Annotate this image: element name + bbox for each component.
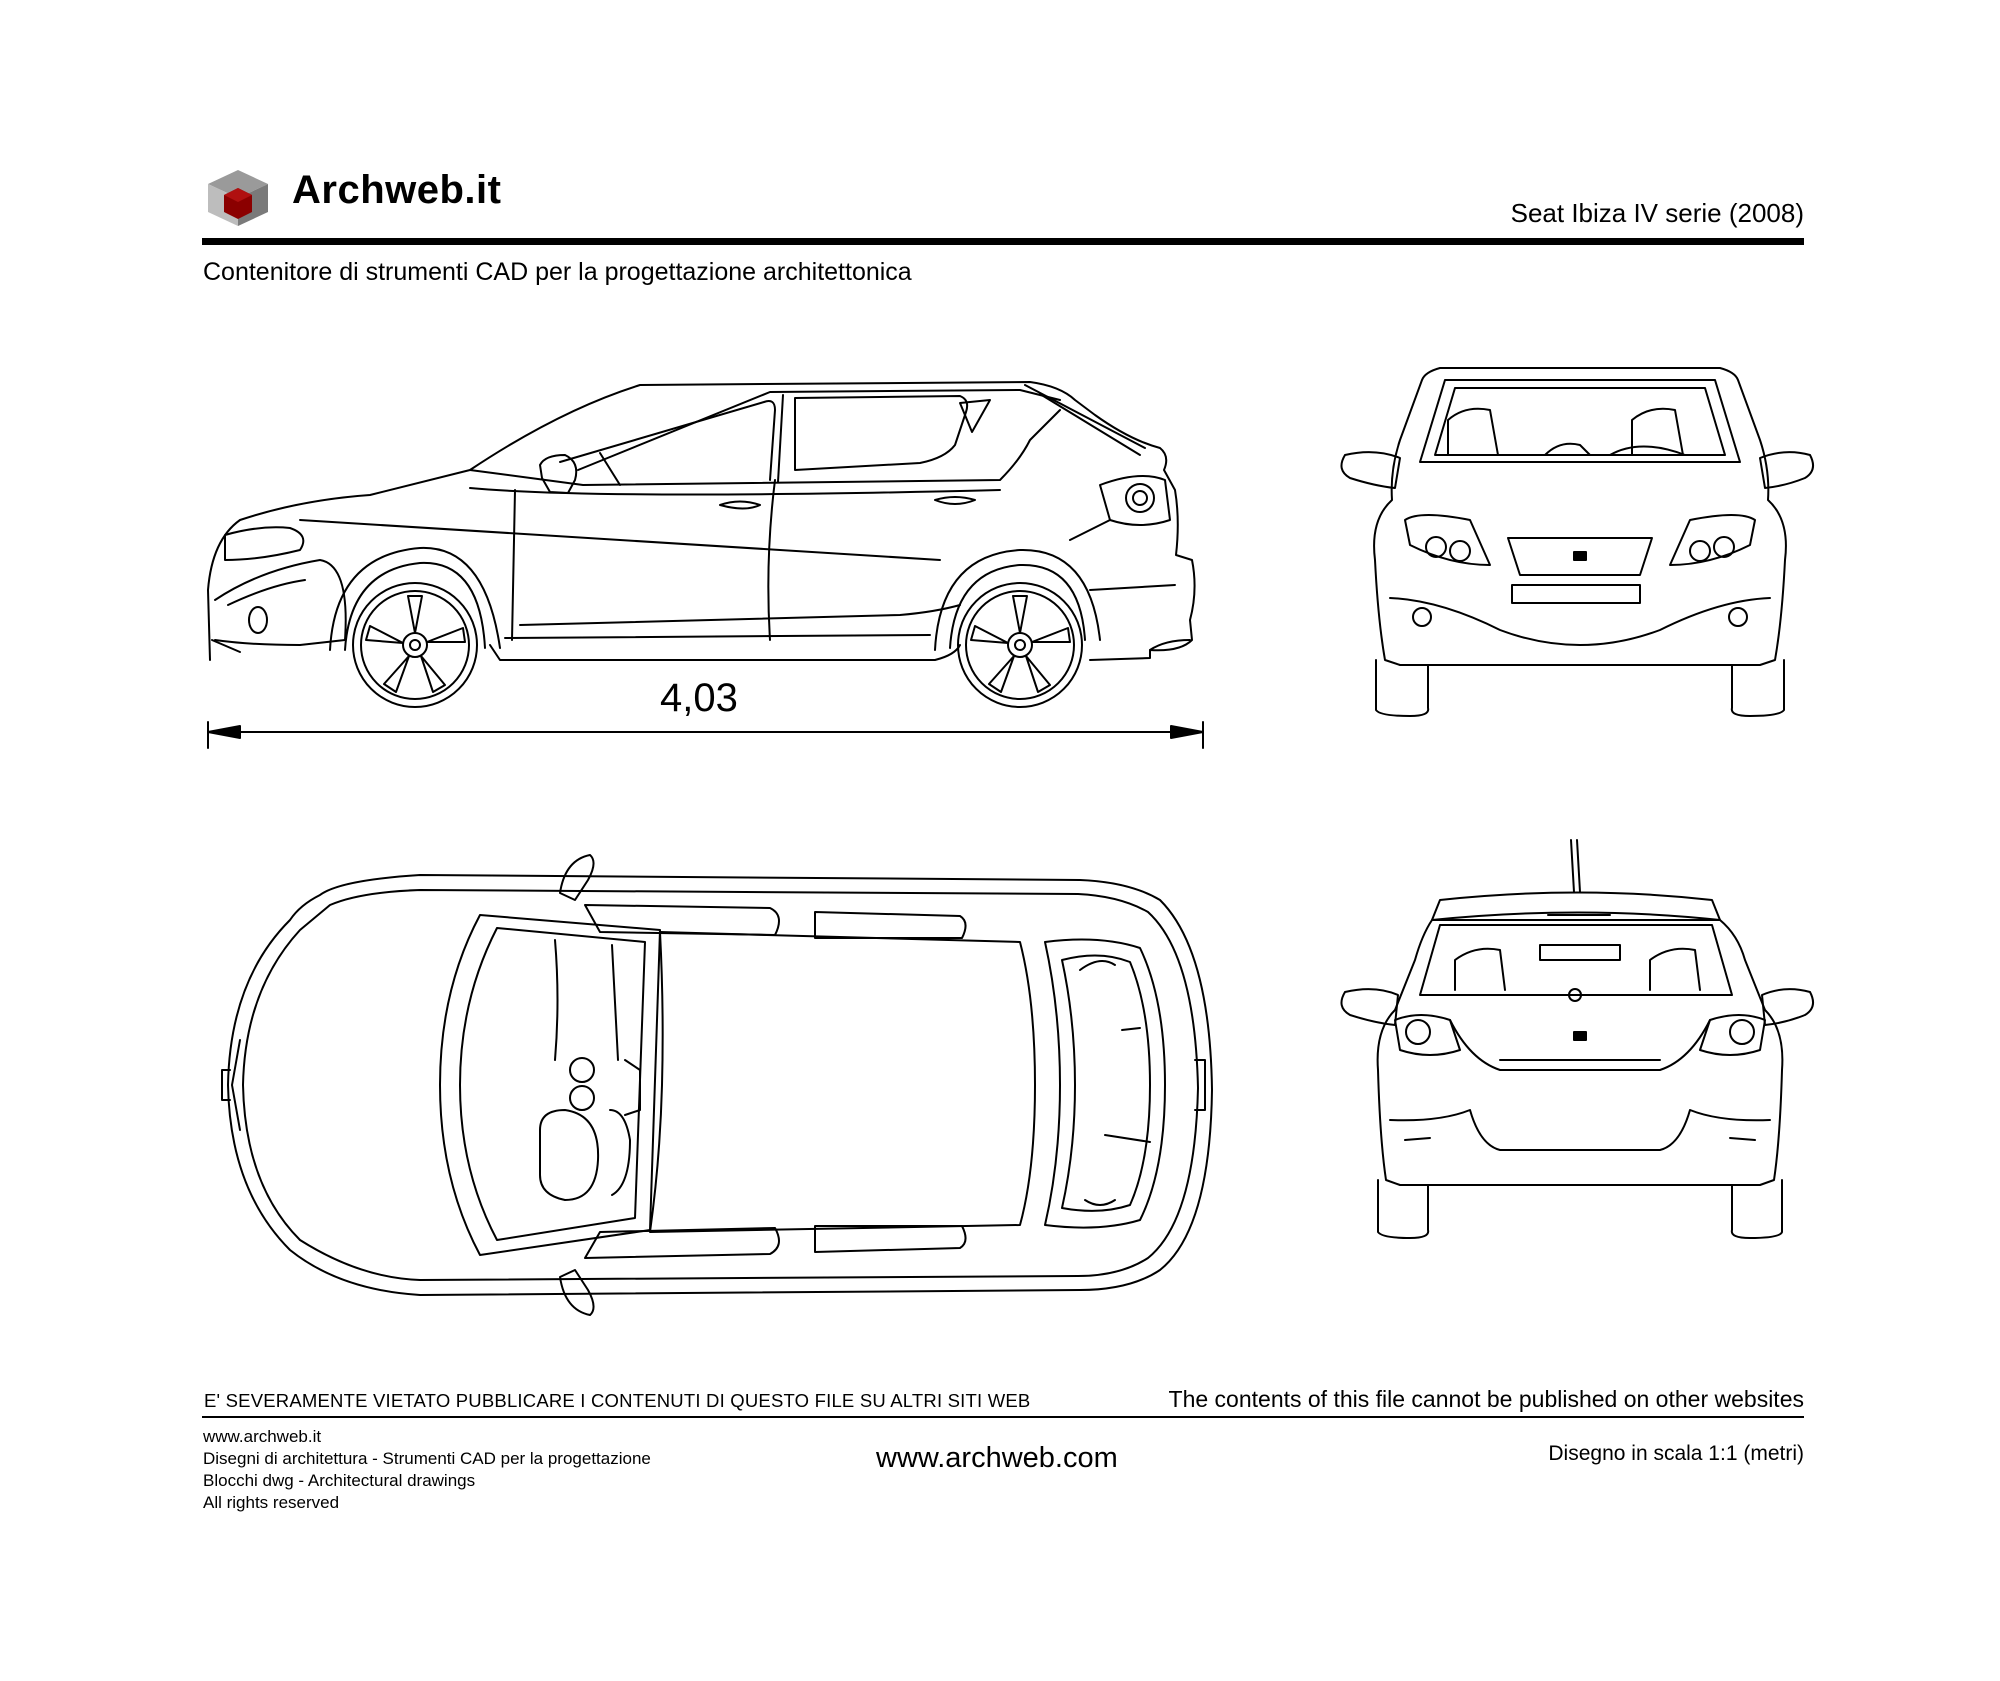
header-rule — [202, 238, 1804, 245]
copyright-notice-italian: E' SEVERAMENTE VIETATO PUBBLICARE I CONT… — [204, 1390, 1031, 1411]
footer-url: www.archweb.com — [876, 1442, 1118, 1474]
length-dimension-label: 4,03 — [660, 676, 738, 720]
footer-rule — [202, 1416, 1804, 1418]
side-view — [207, 381, 1204, 749]
top-view — [221, 854, 1213, 1316]
copyright-notice-english: The contents of this file cannot be publ… — [1168, 1386, 1804, 1412]
cube-logo-icon — [208, 170, 268, 226]
front-view — [1340, 367, 1815, 717]
brand-logo-text: Archweb.it — [292, 168, 502, 212]
rear-view — [1340, 839, 1815, 1239]
footer-line-rights: All rights reserved — [203, 1493, 340, 1512]
subtitle: Contenitore di strumenti CAD per la prog… — [203, 258, 912, 286]
drawing-title: Seat Ibiza IV serie (2008) — [1510, 198, 1804, 228]
footer-line-website: www.archweb.it — [203, 1427, 322, 1446]
scale-note: Disegno in scala 1:1 (metri) — [1548, 1442, 1804, 1465]
footer-info: www.archweb.it Disegni di architettura -… — [203, 1426, 651, 1514]
footer-line-blocks: Blocchi dwg - Architectural drawings — [203, 1471, 476, 1490]
footer-line-description: Disegni di architettura - Strumenti CAD … — [203, 1449, 651, 1468]
